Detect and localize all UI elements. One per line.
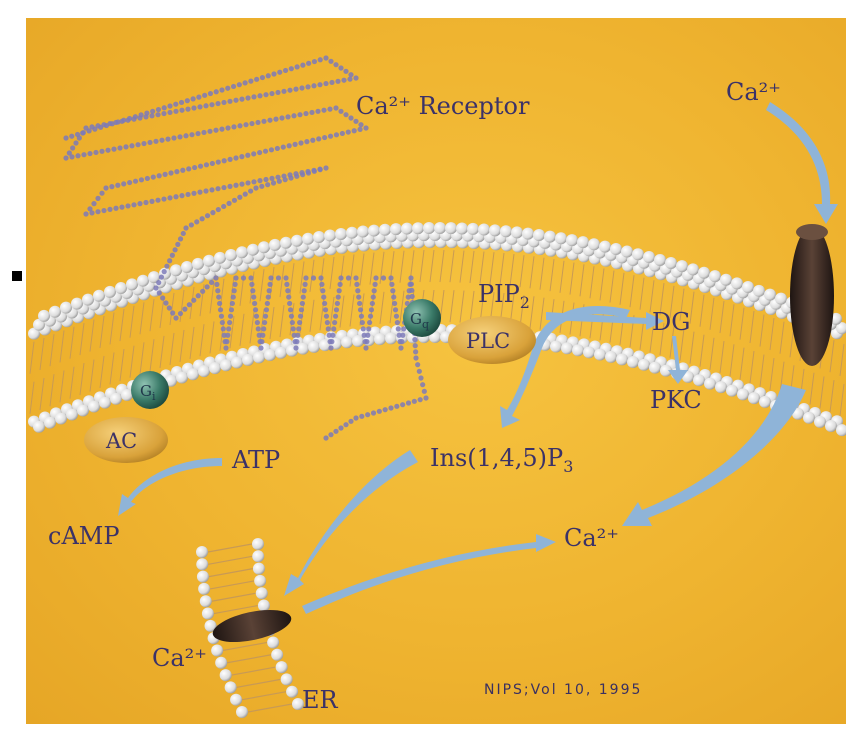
atp-label: ATP [231, 446, 280, 474]
signaling-diagram-panel: Gi Gq AC PLC Ca²⁺ Receptor Ca²⁺ PIP2 DG … [26, 18, 846, 724]
arrow-atp-to-camp [118, 458, 222, 516]
plc-label: PLC [466, 329, 510, 353]
arrow-er-to-ca [302, 534, 556, 614]
pip2-label: PIP2 [478, 280, 530, 312]
dg-label: DG [652, 308, 690, 336]
phospholipase-c: PLC [448, 316, 536, 364]
cytosolic-ca-label: Ca²⁺ [564, 524, 619, 552]
er-ca-label: Ca²⁺ [152, 644, 207, 672]
gi-protein: Gi [131, 371, 169, 409]
er-label: ER [302, 686, 339, 714]
camp-label: cAMP [48, 522, 120, 550]
plasma-membrane-ca-channel [790, 224, 834, 366]
adenylyl-cyclase: AC [84, 417, 168, 463]
citation-text: NIPS;Vol 10, 1995 [484, 682, 642, 698]
extracellular-ca-label: Ca²⁺ [726, 78, 781, 106]
receptor-label: Ca²⁺ Receptor [356, 92, 530, 120]
gq-protein: Gq [403, 299, 441, 337]
er-ca-channel [210, 604, 294, 648]
ac-label: AC [105, 429, 137, 453]
pkc-label: PKC [650, 386, 702, 414]
signaling-diagram: Gi Gq AC PLC Ca²⁺ Receptor Ca²⁺ PIP2 DG … [26, 18, 846, 724]
arrow-ca-to-channel [766, 102, 838, 224]
ip3-label: Ins(1,4,5)P3 [430, 444, 573, 476]
bullet-marker [12, 271, 22, 281]
